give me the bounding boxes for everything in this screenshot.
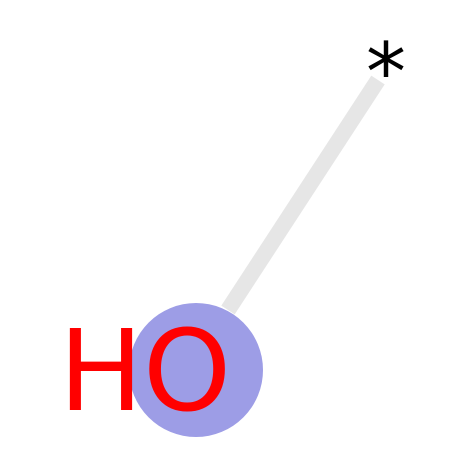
oxygen-atom-highlight xyxy=(129,303,263,437)
attachment-point-label: * xyxy=(366,26,406,119)
single-bond xyxy=(221,75,385,315)
hydroxyl-atom-label: HO xyxy=(59,307,231,437)
